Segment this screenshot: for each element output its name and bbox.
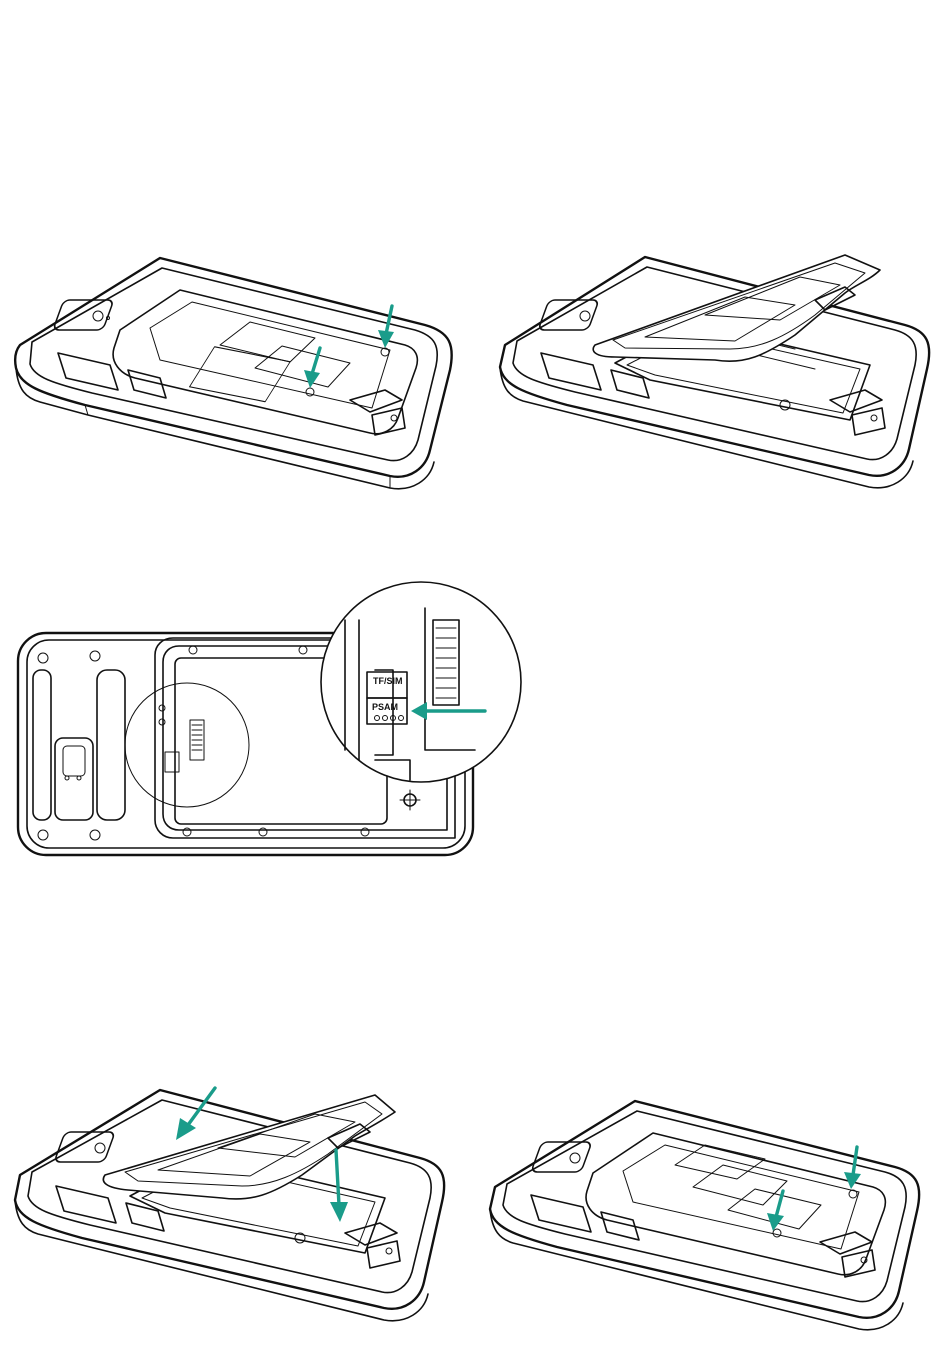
screw-arrow-2: [767, 1191, 784, 1231]
step-4-device-cover-reinsert: [10, 1080, 455, 1330]
end-connector: [295, 1223, 400, 1268]
slot-label-psam: PSAM: [372, 702, 398, 712]
lifted-cover: [103, 1095, 395, 1199]
step-2-device-cover-open: [495, 245, 935, 490]
side-buttons: [58, 353, 166, 398]
step-1-device-cover-closed: [10, 250, 460, 490]
step-3-battery-compartment-detail: TF/SIM PSAM: [15, 580, 525, 860]
step-5-device-cover-closed: [485, 1095, 925, 1335]
side-buttons: [541, 353, 649, 398]
slot-label-tf-sim: TF/SIM: [373, 676, 403, 686]
end-connector: [820, 1232, 875, 1277]
magnifier-small-circle: [125, 683, 249, 807]
side-buttons: [56, 1186, 164, 1231]
side-buttons: [531, 1195, 639, 1240]
device-body: [15, 258, 452, 489]
end-connector: [780, 390, 885, 435]
end-connector: [350, 390, 405, 435]
device-body: [500, 257, 929, 488]
magnifier-large-circle: TF/SIM PSAM: [321, 582, 521, 782]
device-body: [15, 1090, 444, 1321]
device-body: [490, 1101, 919, 1330]
